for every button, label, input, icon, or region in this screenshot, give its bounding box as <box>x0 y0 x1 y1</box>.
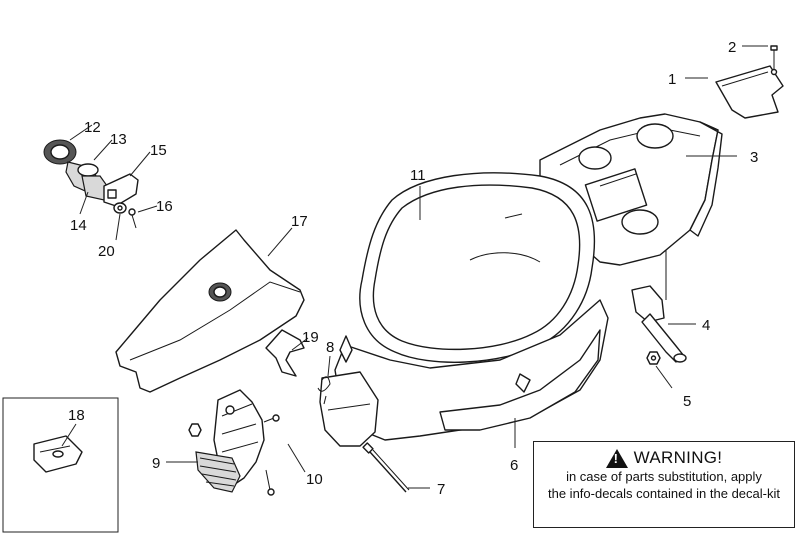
warning-text-line-2: the info-decals contained in the decal-k… <box>548 486 780 501</box>
part-lock-screw <box>128 208 137 229</box>
part-spring-clip <box>317 376 331 405</box>
callout-2: 2 <box>728 39 736 56</box>
part-screw-small <box>770 45 778 76</box>
callout-20: 20 <box>98 243 115 260</box>
callout-19: 19 <box>302 329 319 346</box>
part-footrest-spring <box>195 451 241 493</box>
part-long-bolt <box>362 442 410 493</box>
callout-1: 1 <box>668 71 676 88</box>
callout-8: 8 <box>326 339 334 356</box>
callout-6: 6 <box>510 457 518 474</box>
callout-numbers: 1 2 3 4 5 6 7 8 9 10 11 12 13 14 15 16 1… <box>68 39 758 498</box>
part-stand-bracket <box>631 250 687 363</box>
callout-17: 17 <box>291 213 308 230</box>
part-washer <box>113 202 127 214</box>
callout-3: 3 <box>750 149 758 166</box>
leader-lines <box>61 45 768 489</box>
inset-box <box>2 397 119 533</box>
warning-title-row: ! WARNING! <box>534 448 794 468</box>
part-footrest-bolts <box>188 414 280 496</box>
part-lock-latch <box>103 173 139 207</box>
callout-7: 7 <box>437 481 445 498</box>
warning-title: WARNING! <box>633 448 723 467</box>
warning-box: ! WARNING! in case of parts substitution… <box>533 441 795 528</box>
callout-4: 4 <box>702 317 710 334</box>
part-nut <box>646 351 661 365</box>
part-lower-body <box>319 299 609 447</box>
callout-5: 5 <box>683 393 691 410</box>
warning-triangle-icon: ! <box>605 448 628 468</box>
callout-12: 12 <box>84 119 101 136</box>
warning-text-line-1: in case of parts substitution, apply <box>566 469 762 484</box>
part-rear-frame-top <box>539 113 723 266</box>
callout-9: 9 <box>152 455 160 472</box>
callout-16: 16 <box>156 198 173 215</box>
part-small-bracket <box>265 329 305 377</box>
part-side-panel <box>115 229 305 393</box>
callout-14: 14 <box>70 217 87 234</box>
part-cover-plate <box>715 65 784 119</box>
callout-13: 13 <box>110 131 127 148</box>
part-helmet-compartment <box>359 172 596 363</box>
callout-15: 15 <box>150 142 167 159</box>
callout-10: 10 <box>306 471 323 488</box>
part-lock-cap <box>43 139 77 165</box>
callout-11: 11 <box>410 167 426 184</box>
callout-18: 18 <box>68 407 85 424</box>
